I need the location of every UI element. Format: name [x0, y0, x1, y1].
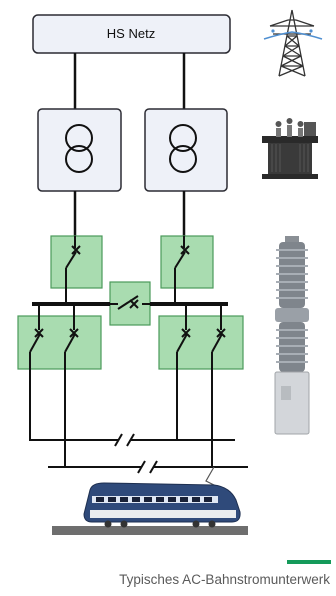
diagram-caption: Typisches AC-Bahnstromunterwerk: [119, 572, 330, 587]
transmission-tower-icon: [263, 9, 323, 77]
breaker-upper-right: [160, 235, 214, 304]
transformer-right: [144, 108, 228, 192]
train-icon: [52, 466, 248, 535]
breaker-lower-left: [17, 304, 102, 370]
grid-box: HS Netz: [32, 14, 231, 54]
power-transformer-icon: [262, 118, 318, 179]
circuit-breaker-icon: [274, 236, 310, 435]
transformer-left: [37, 108, 122, 192]
catenary-lower: [48, 460, 248, 474]
breaker-upper-left: [50, 235, 103, 289]
breaker-lower-right: [158, 304, 244, 370]
catenary-upper: [29, 433, 235, 447]
bus-coupler: [109, 281, 151, 326]
grid-label: HS Netz: [107, 26, 155, 41]
accent-bar: [287, 560, 331, 564]
